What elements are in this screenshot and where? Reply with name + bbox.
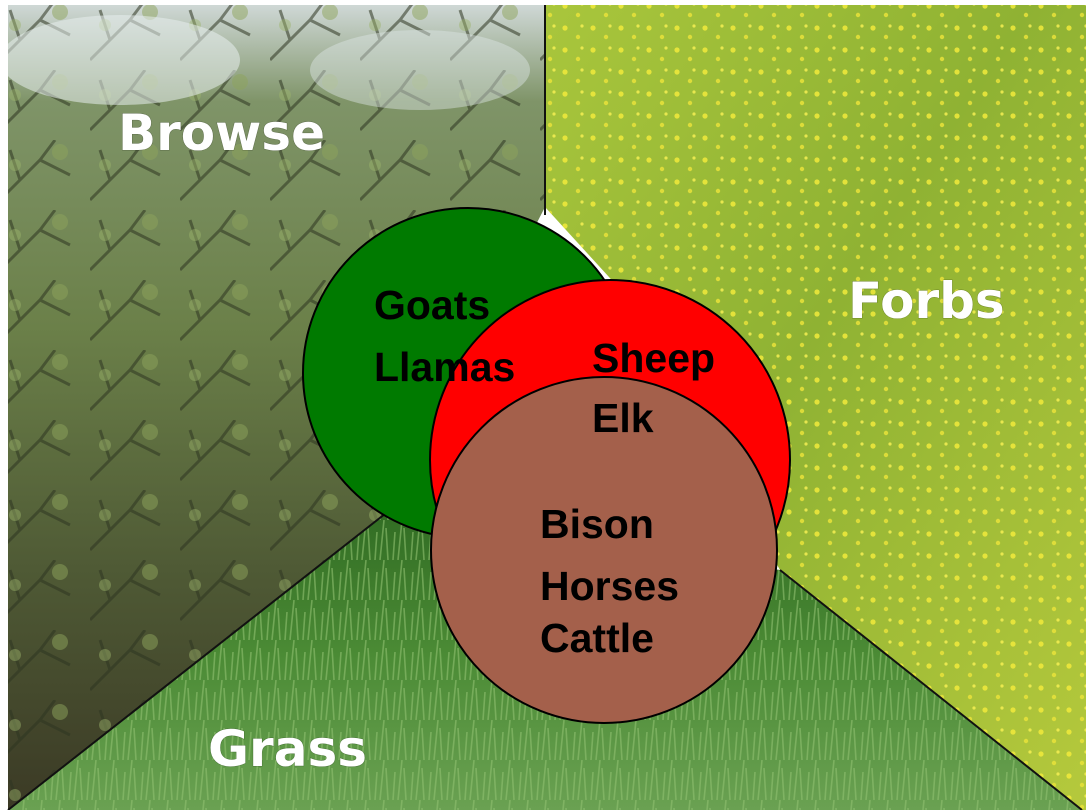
green-circle-line-2: Llamas: [374, 344, 515, 390]
brown-circle-line-2: Horses: [540, 563, 679, 609]
forbs-label: Forbs: [848, 272, 1005, 330]
red-circle-line-1: Sheep: [592, 335, 715, 381]
red-circle-line-2: Elk: [592, 395, 654, 441]
brown-circle-line-1: Bison: [540, 501, 654, 547]
browse-label: Browse: [118, 104, 325, 162]
grass-label: Grass: [208, 720, 367, 778]
brown-circle-line-3: Cattle: [540, 615, 654, 661]
green-circle-line-1: Goats: [374, 282, 490, 328]
